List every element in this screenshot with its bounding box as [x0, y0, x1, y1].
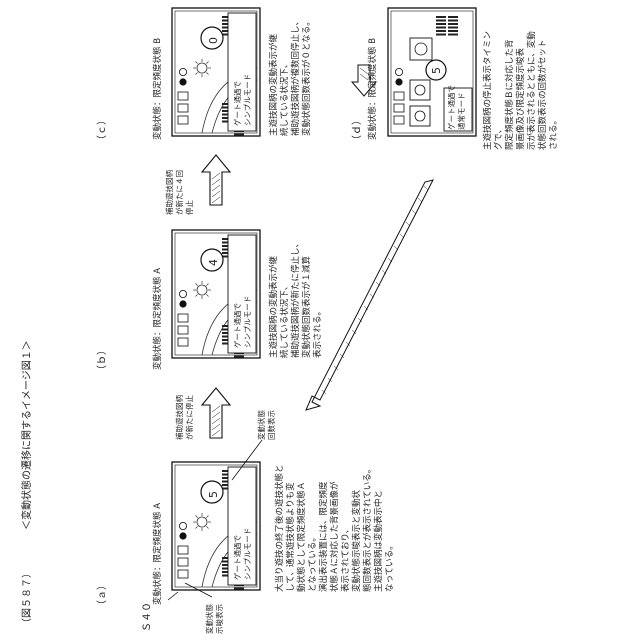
arrow-b-to-c-label-1: 補助遊技図柄 — [164, 170, 174, 215]
panel-b-desc-0: 主遊技図柄の変動表示が継 — [268, 255, 279, 358]
panel-c-count: 0 — [207, 37, 220, 44]
panel-b-header: 変動状態：限定頻度状態 A — [152, 268, 163, 370]
panel-b-desc-2: 補助遊技図柄が新たに停止し、 — [290, 239, 301, 358]
panel-a-desc-6: 表示されており、 — [340, 525, 351, 592]
panel-c-description: 主遊技図柄の変動表示が継 続している状況下、 補助遊技図柄が複数回停止し、 変動… — [268, 17, 312, 136]
panel-d-desc-2: 限定頻度状態Ｂに対応した背 — [504, 39, 515, 150]
panel-c-desc-2: 補助遊技図柄が複数回停止し、 — [290, 17, 301, 136]
panel-c: 変動状態：限定頻度状態 B 0 ゲート通過で シンプルモード — [152, 8, 312, 140]
panel-a-count: 5 — [207, 491, 220, 498]
panel-a-desc-4: 演出表示装置には、限定頻度 — [318, 481, 329, 592]
panel-a-desc-3: となっている。 — [308, 533, 318, 592]
panel-a-desc-8: 態回数表示とが表示されている。 — [362, 465, 373, 592]
arrow-a-to-b-label-1: 補助遊技図柄 — [174, 395, 184, 440]
panel-b-count: 4 — [207, 259, 220, 266]
panel-a-desc-5: 状態Ａに対応した背景画像が — [329, 481, 340, 592]
panel-c-header: 変動状態：限定頻度状態 B — [152, 38, 163, 140]
panel-d-desc-3: 景画像及び限定頻度示唆表 — [515, 47, 526, 150]
panel-b-description: 主遊技図柄の変動表示が継 続している状況下、 補助遊技図柄が新たに停止し、 変動… — [268, 239, 323, 358]
panel-a-desc-0: 大当り遊技の終了後の遊技状態と — [274, 464, 285, 592]
figure-number: （図５８７） — [21, 568, 33, 628]
arrow-c-to-d-diagonal — [306, 180, 433, 410]
panel-a-mode-line1: ゲート通過で — [232, 535, 242, 580]
panel-d-desc-4: 示が表示されるとともに、変動 — [526, 31, 537, 150]
panel-c-mode-line2: シンプルモード — [243, 74, 252, 126]
panel-label-c: （ｃ） — [96, 115, 108, 145]
figure-header: （図５８７） ＜変動状態の遷移に関するイメージ図１＞ — [20, 340, 33, 628]
panel-d-desc-0: 主遊技図柄の停止表示タイミン — [482, 31, 493, 150]
panel-c-desc-0: 主遊技図柄の変動表示が継 — [268, 33, 279, 136]
panel-b-desc-1: 続している状況下、 — [279, 282, 290, 358]
panel-a-desc-9: 主遊技図柄は変動表示中と — [373, 490, 384, 592]
panel-b-mode-line2: シンプルモード — [243, 296, 252, 348]
panel-d-description: 主遊技図柄の停止表示タイミン グで、 限定頻度状態Ｂに対応した背 景画像及び限定… — [482, 31, 559, 150]
arrow-a-to-b-label-2: が新たに停止 — [184, 395, 194, 440]
panel-d-character-2 — [410, 80, 430, 100]
panel-a-desc-2: 動状態として限定頻度状態Ａ — [296, 482, 307, 592]
callout-state-display-1: 変動状態 — [204, 604, 214, 634]
panel-a-ref-s40: Ｓ４０ — [142, 602, 153, 632]
arrow-a-to-b: 補助遊技図柄 が新たに停止 — [174, 388, 230, 440]
panel-d: 変動状態：限定頻度状態 B 5 ゲート通過で 通常モード — [367, 8, 559, 150]
callout-state-display-2: 示唆表示 — [214, 604, 224, 634]
panel-d-desc-5: 状態回数表示の回数がセット — [537, 39, 548, 150]
panel-b-mode-line1: ゲート通過で — [232, 303, 242, 348]
arrow-b-to-c-label-2: が新たに４回 — [174, 170, 184, 215]
panel-d-mode-line2: 通常モード — [456, 93, 466, 131]
panel-c-mode-line1: ゲート通過で — [232, 81, 242, 126]
panel-a-desc-10: なっている。 — [385, 541, 395, 592]
panel-d-header: 変動状態：限定頻度状態 B — [367, 38, 378, 140]
panel-label-b: （ｂ） — [96, 345, 108, 375]
callout-count-display-2: 回数表示 — [266, 410, 276, 440]
panel-d-character-3 — [410, 106, 430, 126]
panel-a: 変動状態：限定頻度状態 A 5 ゲー — [142, 410, 395, 634]
panel-d-count: 5 — [430, 67, 443, 74]
callout-count-display-1: 変動状態 — [256, 410, 266, 440]
panel-b-desc-4: 表示される。 — [312, 307, 323, 358]
panel-a-mode-line2: シンプルモード — [243, 528, 252, 580]
panel-c-desc-3: 変動状態回数表示が０となる。 — [301, 17, 312, 136]
figure-title: ＜変動状態の遷移に関するイメージ図１＞ — [20, 340, 33, 530]
panel-a-description: 大当り遊技の終了後の遊技状態と して、通常遊技状態よりも変 動状態として限定頻度… — [274, 464, 395, 592]
arrow-b-to-c-label-3: 停止 — [184, 200, 194, 215]
panel-a-header: 変動状態：限定頻度状態 A — [152, 503, 163, 605]
panel-d-mode-line1: ゲート通過で — [446, 85, 456, 130]
panel-b-desc-3: 変動状態回数表示が１減算 — [301, 255, 312, 358]
panel-b: 変動状態：限定頻度状態 A 4 ゲート通過で シンプルモード — [152, 230, 323, 370]
panel-d-desc-6: される。 — [549, 116, 559, 150]
panel-a-desc-1: して、通常遊技状態よりも変 — [285, 482, 296, 592]
panel-c-desc-1: 続している状況下、 — [279, 60, 290, 136]
arrow-b-to-c: 補助遊技図柄 が新たに４回 停止 — [164, 155, 230, 215]
panel-label-d: （ｄ） — [351, 115, 363, 145]
panel-label-a: （ａ） — [96, 580, 108, 610]
panel-d-character-1 — [410, 38, 432, 60]
panel-d-desc-1: グで、 — [493, 125, 504, 150]
panel-a-desc-7: 変動状態示唆表示と変動状 — [351, 489, 362, 592]
